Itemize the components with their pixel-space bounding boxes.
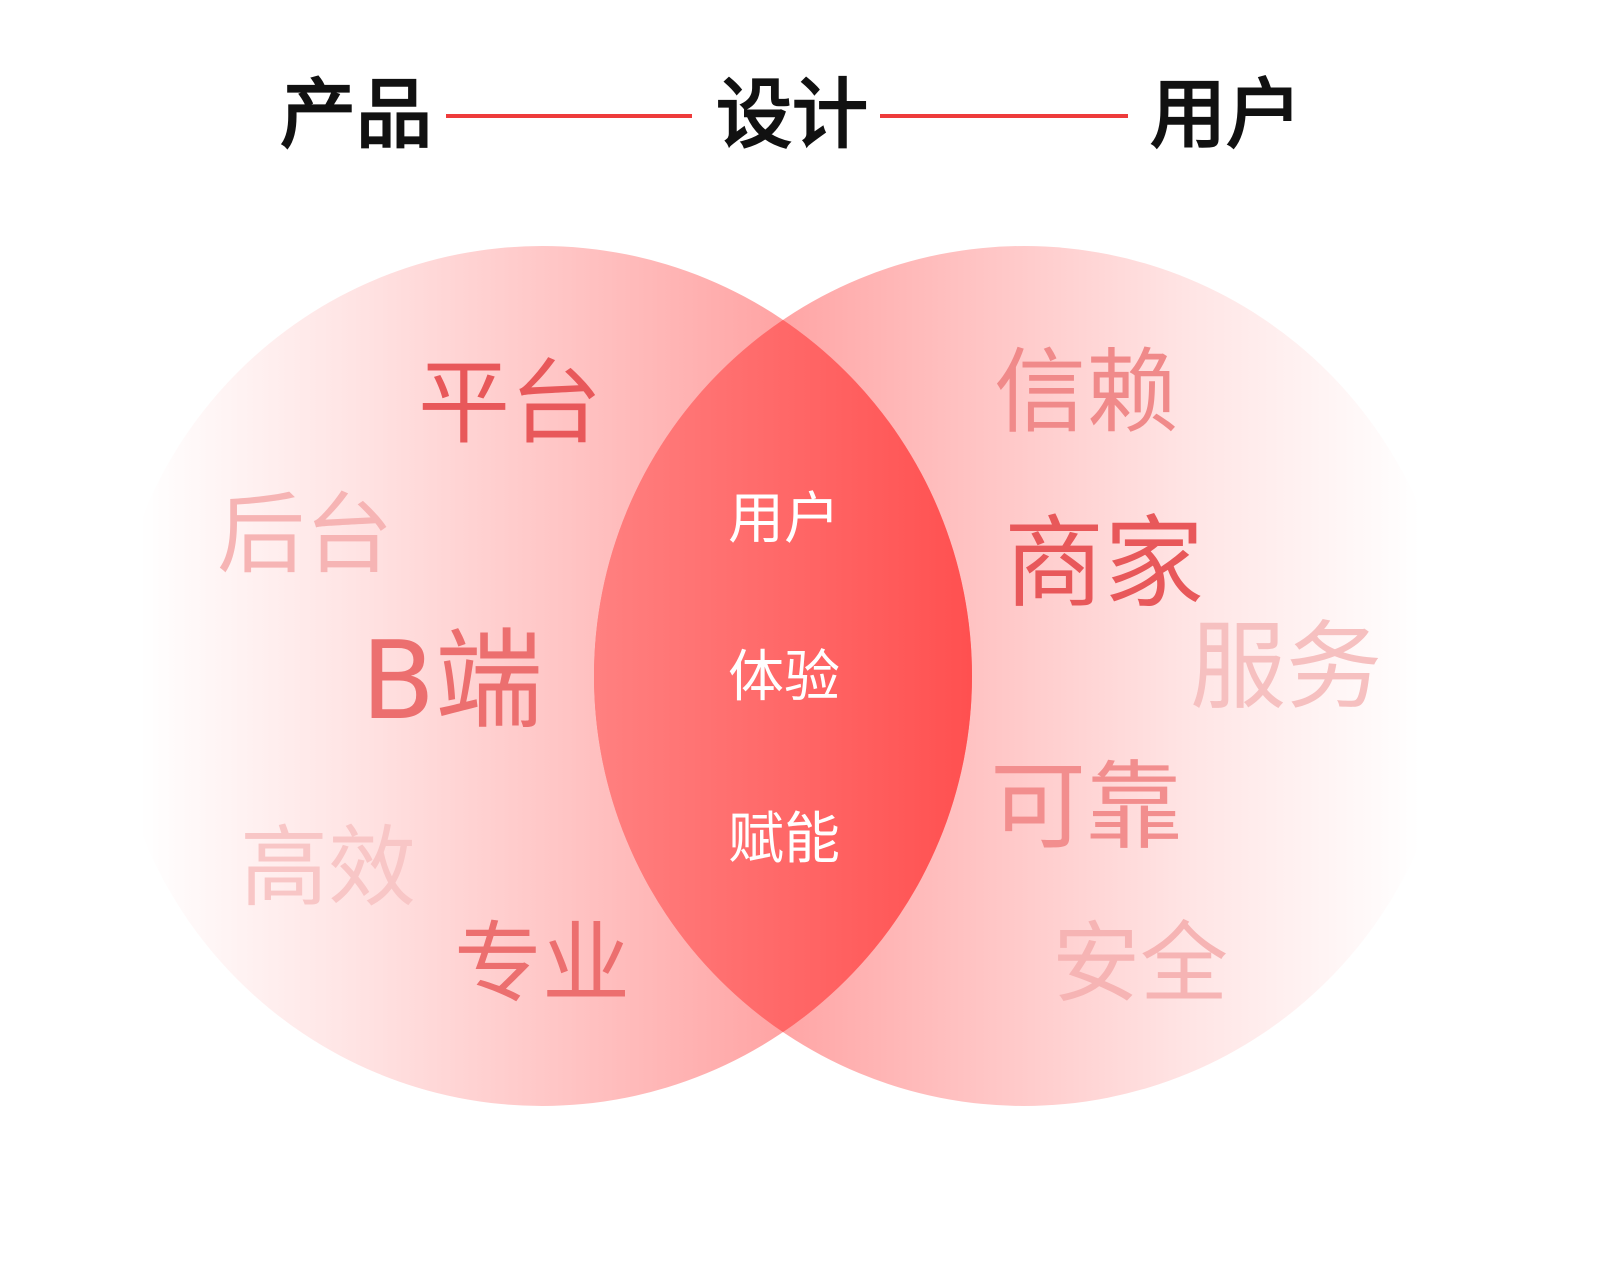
right-word-trust: 信赖 [994,339,1178,446]
right-word-reliable: 可靠 [990,751,1182,863]
left-word-platform: 平台 [418,350,602,457]
left-word-backend: 后台 [217,483,393,586]
header-design: 设计 [716,70,868,159]
center-word-user: 用户 [728,487,840,552]
header-user: 用户 [1150,70,1302,159]
right-word-service: 服务 [1190,611,1382,723]
header-connector-left [446,114,692,118]
center-word-empower: 赋能 [728,807,840,872]
left-word-professional: 专业 [454,912,630,1015]
right-word-merchant: 商家 [1004,505,1204,622]
intersection-lens [594,246,972,1106]
left-word-efficient: 高效 [240,816,416,919]
header-connector-right [880,114,1128,118]
right-word-safe: 安全 [1052,912,1228,1015]
center-word-experience: 体验 [728,645,840,710]
header-product: 产品 [280,70,432,159]
header: 产品 设计 用户 [0,70,1600,160]
left-word-b-end: B端 [361,619,543,744]
